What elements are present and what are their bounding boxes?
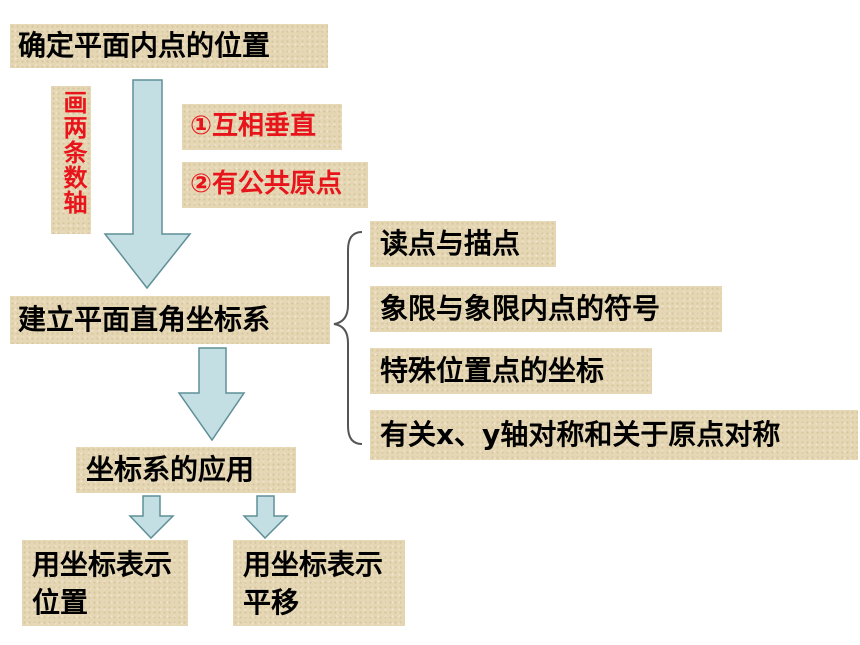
side-note-label: 画两条数轴 (59, 90, 87, 215)
middle-box: 建立平面直角坐标系 (10, 296, 330, 344)
arrow-down-medium (177, 347, 246, 442)
topic-label-2: 象限与象限内点的符号 (380, 292, 661, 325)
curly-brace (333, 231, 363, 445)
leaf-box-position: 用坐标表示位置 (22, 540, 188, 626)
topic-label-4: 有关x、y轴对称和关于原点对称 (380, 418, 781, 451)
condition-box-1: ①互相垂直 (182, 104, 342, 150)
middle-box-label: 建立平面直角坐标系 (18, 303, 271, 336)
top-box: 确定平面内点的位置 (10, 24, 328, 68)
top-box-label: 确定平面内点的位置 (18, 29, 271, 62)
topic-box-2: 象限与象限内点的符号 (370, 286, 722, 332)
arrow-down-small-left (128, 495, 175, 540)
arrow-down-large (103, 79, 192, 290)
condition-label-2: ②有公共原点 (190, 169, 343, 199)
leaf-box-translation: 用坐标表示平移 (233, 540, 405, 626)
topic-label-3: 特殊位置点的坐标 (380, 354, 605, 387)
topic-box-1: 读点与描点 (370, 221, 556, 267)
topic-box-3: 特殊位置点的坐标 (370, 348, 652, 394)
topic-box-4: 有关x、y轴对称和关于原点对称 (370, 410, 858, 460)
condition-box-2: ②有公共原点 (182, 162, 368, 208)
condition-label-1: ①互相垂直 (190, 111, 317, 141)
leaf-label-translation: 用坐标表示平移 (243, 548, 384, 619)
application-box-label: 坐标系的应用 (86, 453, 255, 486)
leaf-label-position: 用坐标表示位置 (32, 548, 173, 619)
application-box: 坐标系的应用 (76, 447, 296, 493)
topic-label-1: 读点与描点 (380, 227, 521, 260)
arrow-down-small-right (242, 495, 289, 540)
side-note: 画两条数轴 (51, 86, 91, 234)
